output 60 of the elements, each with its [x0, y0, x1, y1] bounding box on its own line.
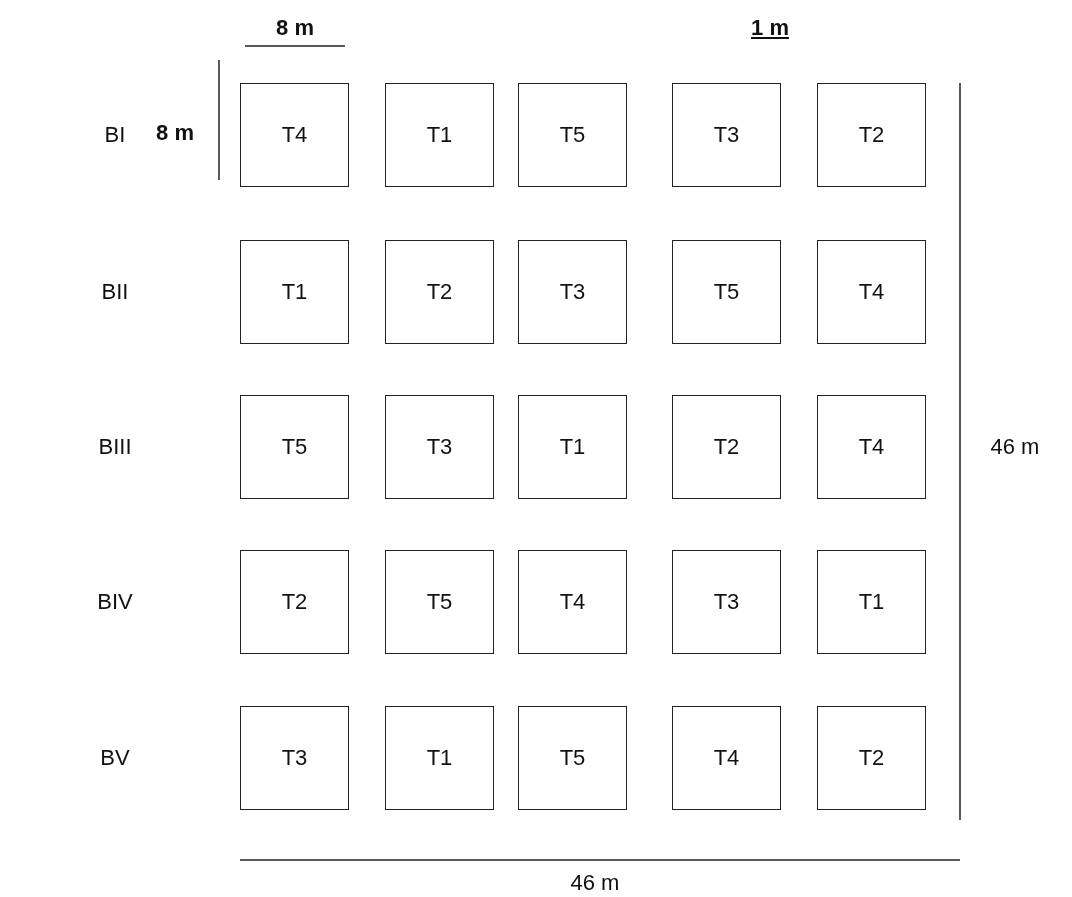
scale-label: 1 m — [751, 15, 789, 41]
treatment-label: T3 — [281, 745, 308, 771]
plot-box — [518, 240, 627, 344]
plot-box — [518, 706, 627, 810]
block-label: BII — [101, 279, 129, 305]
plot-box — [518, 83, 627, 187]
treatment-label: T1 — [281, 279, 308, 305]
treatment-label: T3 — [426, 434, 453, 460]
treatment-label: T2 — [858, 745, 885, 771]
treatment-label: T5 — [281, 434, 308, 460]
dimension-label: 46 m — [570, 870, 620, 896]
treatment-label: T4 — [858, 279, 885, 305]
block-label: BI — [104, 122, 126, 148]
dimension-label: 8 m — [276, 15, 314, 41]
treatment-label: T5 — [559, 745, 586, 771]
dimension-label: 8 m — [156, 120, 194, 146]
plot-box — [817, 550, 926, 654]
plot-box — [817, 395, 926, 499]
treatment-label: T1 — [858, 589, 885, 615]
treatment-label: T1 — [426, 122, 453, 148]
plot-box — [385, 240, 494, 344]
treatment-label: T5 — [426, 589, 453, 615]
plot-box — [518, 550, 627, 654]
plot-box — [518, 395, 627, 499]
block-label: BV — [100, 745, 130, 771]
treatment-label: T3 — [559, 279, 586, 305]
plot-box — [240, 706, 349, 810]
plot-box — [385, 550, 494, 654]
treatment-label: T1 — [426, 745, 453, 771]
plot-box — [240, 83, 349, 187]
plot-box — [672, 706, 781, 810]
plot-box — [672, 83, 781, 187]
treatment-label: T4 — [858, 434, 885, 460]
plot-box — [385, 706, 494, 810]
treatment-label: T2 — [858, 122, 885, 148]
plot-box — [672, 240, 781, 344]
plot-box — [817, 83, 926, 187]
treatment-label: T4 — [281, 122, 308, 148]
plot-box — [385, 83, 494, 187]
plot-box — [672, 550, 781, 654]
treatment-label: T1 — [559, 434, 586, 460]
treatment-label: T5 — [713, 279, 740, 305]
plot-box — [385, 395, 494, 499]
block-label: BIV — [97, 589, 133, 615]
treatment-label: T4 — [713, 745, 740, 771]
block-label: BIII — [98, 434, 132, 460]
plot-box — [672, 395, 781, 499]
dimension-label: 46 m — [990, 434, 1040, 460]
plot-box — [240, 395, 349, 499]
treatment-label: T3 — [713, 589, 740, 615]
treatment-label: T2 — [281, 589, 308, 615]
plot-box — [817, 240, 926, 344]
treatment-label: T2 — [426, 279, 453, 305]
plot-box — [240, 240, 349, 344]
treatment-label: T4 — [559, 589, 586, 615]
treatment-label: T2 — [713, 434, 740, 460]
treatment-label: T3 — [713, 122, 740, 148]
plot-box — [240, 550, 349, 654]
plot-box — [817, 706, 926, 810]
treatment-label: T5 — [559, 122, 586, 148]
